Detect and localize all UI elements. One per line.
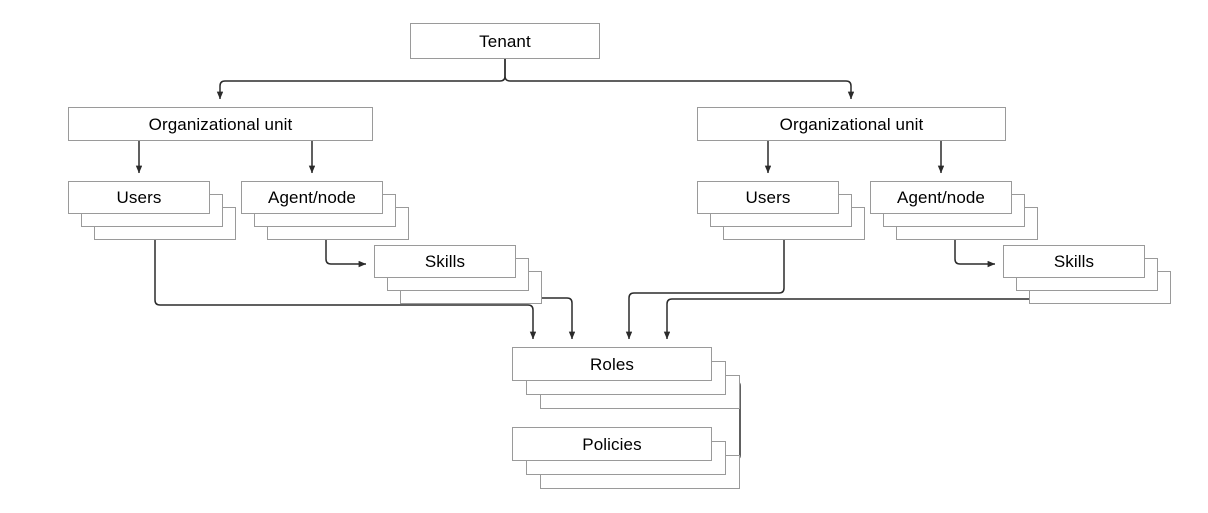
edge-tenant-to-org-left <box>216 59 506 100</box>
node-agent-node-right-label: Agent/node <box>897 188 985 207</box>
node-users-left[interactable]: Users <box>68 181 236 240</box>
node-skills-right[interactable]: Skills <box>1003 245 1171 304</box>
node-skills-left-face: Skills <box>374 245 516 278</box>
edge-users-right-to-roles <box>625 233 785 340</box>
node-skills-left-label: Skills <box>424 252 466 271</box>
node-tenant[interactable]: Tenant <box>410 23 600 59</box>
node-org-unit-left-face: Organizational unit <box>68 107 373 141</box>
node-roles-face: Roles <box>512 347 712 381</box>
node-org-unit-left-label: Organizational unit <box>148 114 293 134</box>
node-agent-node-left[interactable]: Agent/node <box>241 181 409 240</box>
node-agent-node-left-label: Agent/node <box>268 188 356 207</box>
node-users-right-label: Users <box>745 188 791 207</box>
edge-tenant-to-org-right <box>504 59 855 100</box>
node-org-unit-right-label: Organizational unit <box>779 114 924 134</box>
node-policies-face: Policies <box>512 427 712 461</box>
node-roles-label: Roles <box>590 354 634 374</box>
edge-agent-left-to-skills-left <box>325 233 367 268</box>
node-users-left-label: Users <box>116 188 162 207</box>
edge-skills-right-to-roles <box>663 290 1088 340</box>
node-users-left-face: Users <box>68 181 210 214</box>
node-org-unit-left[interactable]: Organizational unit <box>68 107 373 141</box>
edge-users-left-to-roles <box>154 233 537 340</box>
node-agent-node-right-face: Agent/node <box>870 181 1012 214</box>
node-users-right[interactable]: Users <box>697 181 865 240</box>
node-org-unit-right-face: Organizational unit <box>697 107 1006 141</box>
node-policies-label: Policies <box>582 434 642 454</box>
node-users-right-face: Users <box>697 181 839 214</box>
node-skills-right-face: Skills <box>1003 245 1145 278</box>
edge-agent-right-to-skills-right <box>954 233 996 268</box>
node-policies[interactable]: Policies <box>512 427 740 489</box>
node-skills-left[interactable]: Skills <box>374 245 542 304</box>
node-agent-node-left-face: Agent/node <box>241 181 383 214</box>
node-tenant-face: Tenant <box>410 23 600 59</box>
node-tenant-label: Tenant <box>479 31 531 51</box>
node-skills-right-label: Skills <box>1053 252 1095 271</box>
node-org-unit-right[interactable]: Organizational unit <box>697 107 1006 141</box>
node-roles[interactable]: Roles <box>512 347 740 409</box>
node-agent-node-right[interactable]: Agent/node <box>870 181 1038 240</box>
